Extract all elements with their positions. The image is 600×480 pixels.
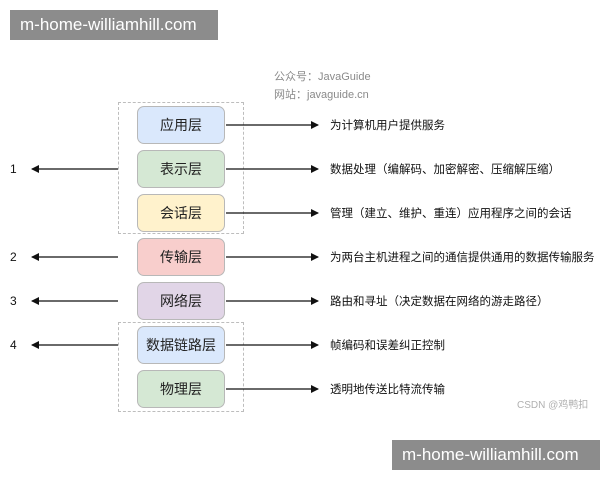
watermark-wechat: 公众号：JavaGuide — [274, 71, 371, 83]
layer-group-number: 3 — [10, 294, 17, 308]
layer-group-number: 1 — [10, 162, 17, 176]
layer-description: 为计算机用户提供服务 — [330, 118, 445, 132]
layer-box: 表示层 — [137, 150, 225, 188]
layer-description: 管理（建立、维护、重连）应用程序之间的会话 — [330, 206, 572, 220]
watermark-website: 网站：javaguide.cn — [274, 89, 369, 101]
csdn-watermark: CSDN @鸡鸭扣 — [517, 400, 589, 411]
site-banner-bottom: m-home-williamhill.com — [392, 440, 600, 470]
layer-description: 为两台主机进程之间的通信提供通用的数据传输服务 — [330, 250, 595, 264]
layer-description: 帧编码和误差纠正控制 — [330, 338, 445, 352]
layer-box: 物理层 — [137, 370, 225, 408]
lower-layers-group — [118, 322, 244, 412]
upper-layers-group — [118, 102, 244, 234]
layer-box: 网络层 — [137, 282, 225, 320]
layer-box: 传输层 — [137, 238, 225, 276]
layer-box: 数据链路层 — [137, 326, 225, 364]
layer-box: 会话层 — [137, 194, 225, 232]
layer-group-number: 4 — [10, 338, 17, 352]
layer-box: 应用层 — [137, 106, 225, 144]
site-banner-top: m-home-williamhill.com — [10, 10, 218, 40]
layer-description: 透明地传送比特流传输 — [330, 382, 445, 396]
layer-group-number: 2 — [10, 250, 17, 264]
layer-description: 数据处理（编解码、加密解密、压缩解压缩） — [330, 162, 560, 176]
layer-description: 路由和寻址（决定数据在网络的游走路径） — [330, 294, 549, 308]
